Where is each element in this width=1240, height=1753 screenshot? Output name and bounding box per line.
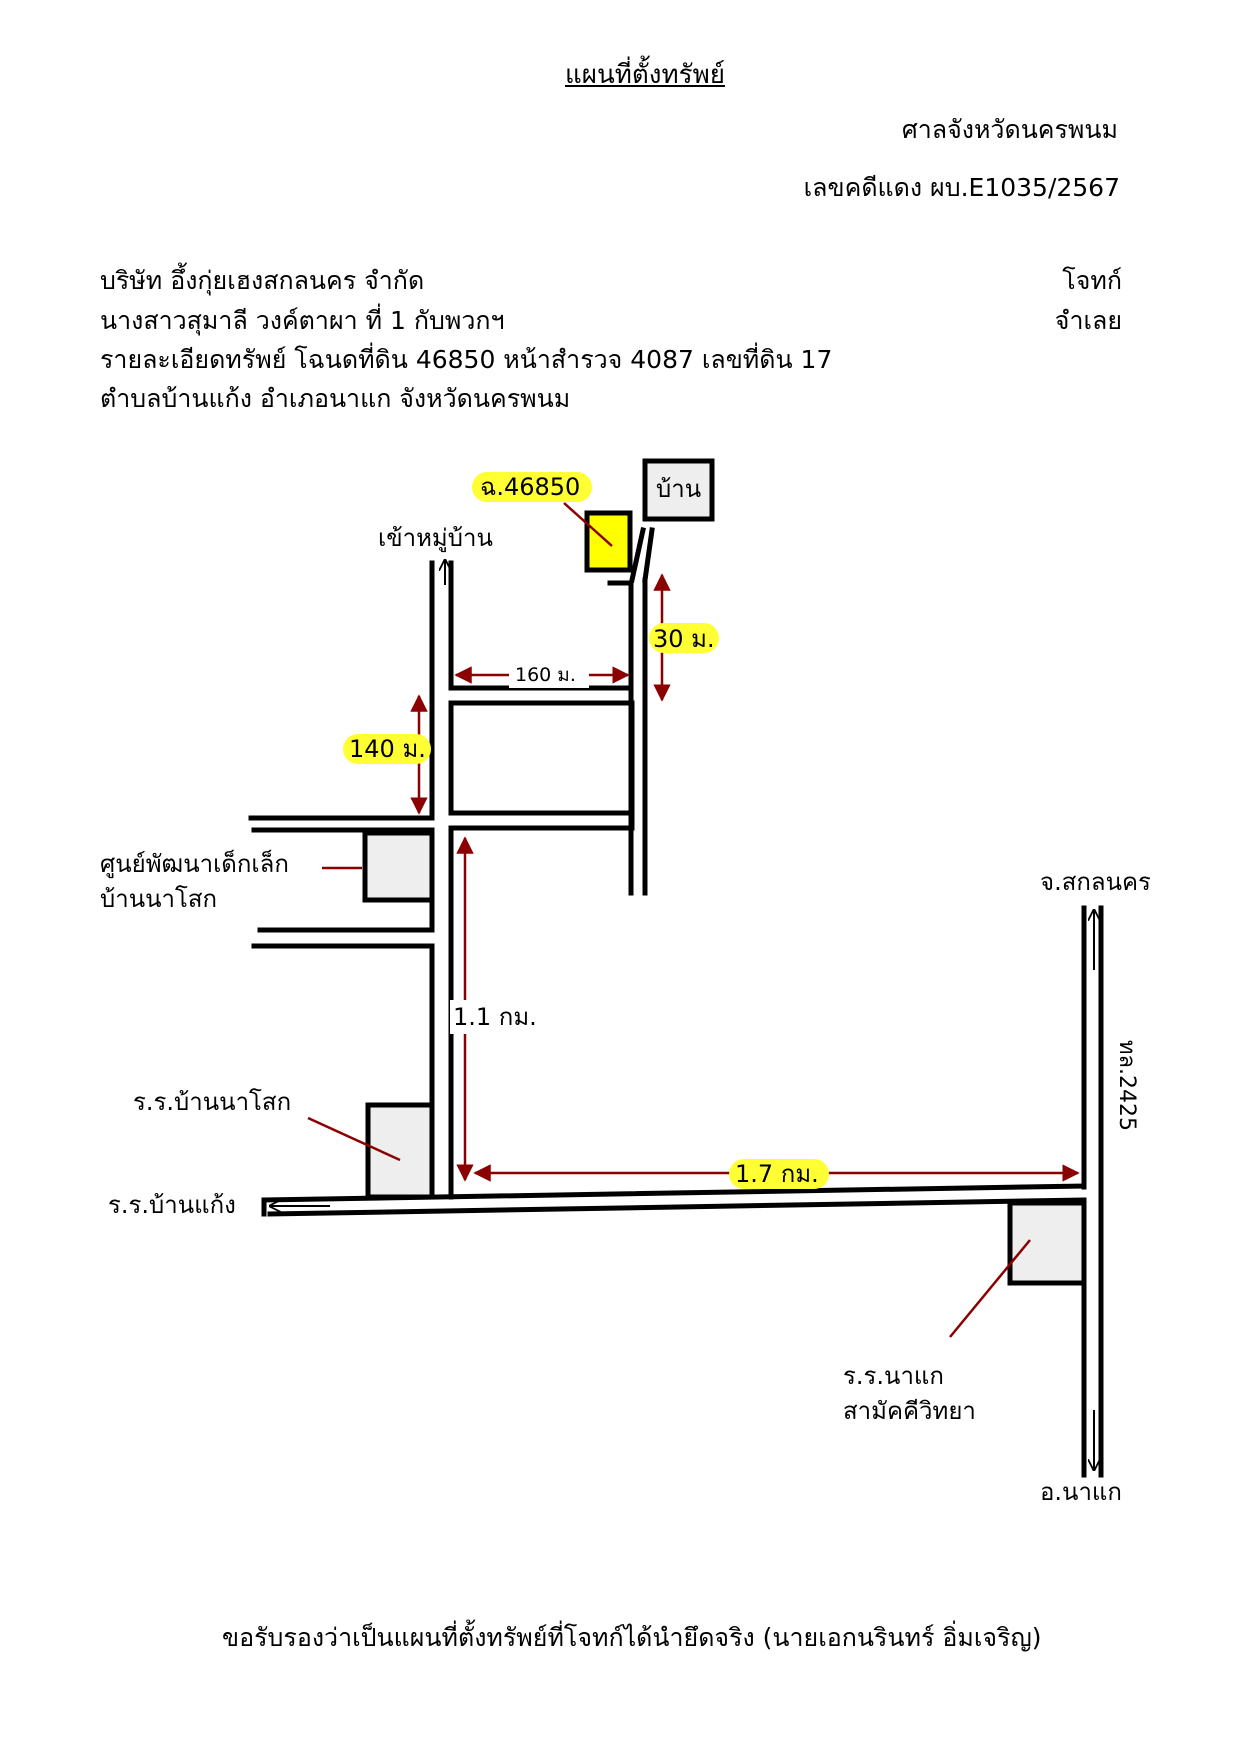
school-nakae-label-line2: สามัคคีวิทยา [843,1397,976,1425]
certification-text: ขอรับรองว่าเป็นแผนที่ตั้งทรัพย์ที่โจทก์ไ… [222,1623,1042,1652]
school-nakae-building [1007,1200,1087,1286]
dist-140m-highlight [343,734,431,764]
deed-label: ฉ.46850 [480,473,580,501]
property-location: ตำบลบ้านแก้ง อำเภอนาแก จังหวัดนครพนม [100,384,571,413]
court-name: ศาลจังหวัดนครพนม [901,115,1118,144]
school-bankaeng-label: ร.ร.บ้านแก้ง [108,1191,236,1219]
dist-1-7km-label: 1.7 กม. [735,1160,819,1188]
defendant-role: จำเลย [1054,306,1122,335]
dist-30m-label: 30 ม. [653,625,715,653]
school-nakae-pointer [949,1239,1031,1338]
deed-highlight [472,472,592,502]
plaintiff-role: โจทก์ [1062,266,1122,295]
childcare-label-line2: บ้านนาโสก [100,885,217,913]
roads [248,527,1104,1478]
dist-1-7km-highlight [729,1159,829,1189]
property-detail: รายละเอียดทรัพย์ โฉนดที่ดิน 46850 หน้าสำ… [100,345,833,374]
dist-160m-label: 160 ม. [515,664,576,686]
dist-1-1km-bg [450,1000,550,1034]
land-block [448,700,635,816]
dist-30m-highlight [649,623,719,653]
highway-label: ทล.2425 [1114,1040,1139,1131]
school-nasok-pointer [307,1116,401,1162]
childcare-building [362,830,435,903]
case-number: เลขคดีแดง ผบ.E1035/2567 [803,173,1120,202]
childcare-label-line1: ศูนย์พัฒนาเด็กเล็ก [100,849,289,879]
page-title: แผนที่ตั้งทรัพย์ [565,60,725,90]
defendant-name: นางสาวสุมาลี วงค์ตาผา ที่ 1 กับพวกฯ [100,306,505,335]
plaintiff-name: บริษัท อึ้งกุ่ยเฮงสกลนคร จำกัด [100,266,425,295]
dist-1-1km-label: 1.1 กม. [453,1003,537,1031]
dist-160m-bg [509,664,589,688]
house-building [642,458,715,522]
to-nakae-label: อ.นาแก [1040,1478,1122,1506]
dist-140m-label: 140 ม. [349,735,426,763]
to-sakon-label: จ.สกลนคร [1040,868,1151,896]
house-label: บ้าน [656,475,701,503]
deed-pointer [563,502,613,547]
school-nasok-label: ร.ร.บ้านนาโสก [133,1088,291,1116]
village-entry-label: เข้าหมู่บ้าน [378,524,493,553]
school-nakae-label-line1: ร.ร.นาแก [843,1362,944,1390]
